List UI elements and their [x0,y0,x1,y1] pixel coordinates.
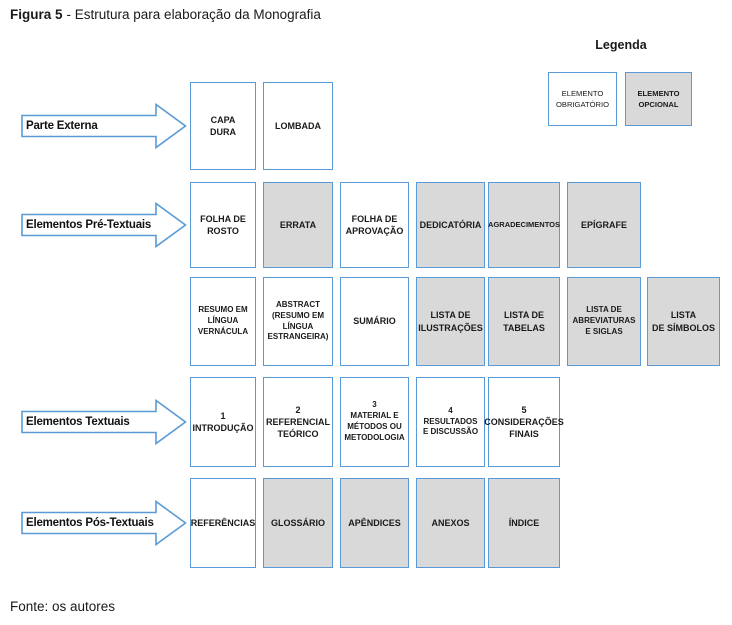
diagram-box-label: DEDICATÓRIA [419,219,482,230]
figure-caption-number: Figura 5 [10,7,63,22]
diagram-box-label: SUMÁRIO [353,316,396,327]
diagram-box-label: REFERÊNCIAS [190,517,256,528]
diagram-box-label: AGRADECIMENTOS [488,219,560,229]
diagram-box-label: ABSTRACT (RESUMO EM LÍNGUA ESTRANGEIRA) [267,299,329,342]
diagram-box-errata: ERRATA [263,182,333,268]
diagram-box-label: FOLHA DE APROVAÇÃO [345,213,404,236]
figure-caption: Figura 5- Estrutura para elaboração da M… [10,7,321,22]
right-arrow-shape [21,201,187,249]
diagram-box-lista-de-abreviaturas-e-siglas: LISTA DE ABREVIATURAS E SIGLAS [567,277,641,366]
diagram-box-lombada: LOMBADA [263,82,333,170]
diagram-box-4-resultados-e-discussao: 4 RESULTADOS E DISCUSSÃO [416,377,485,467]
diagram-box-label: LISTA DE SÍMBOLOS [651,310,715,333]
row-arrow-label: Elementos Textuais [26,416,130,428]
diagram-box-epigrafe: EPÍGRAFE [567,182,641,268]
legend-title: Legenda [595,38,647,52]
row-arrow-elementos-pos-textuais: Elementos Pós-Textuais [20,499,188,547]
row-arrow-elementos-pre-textuais: Elementos Pré-Textuais [20,201,188,249]
diagram-box-label: LOMBADA [275,120,321,131]
diagram-box-1-introducao: 1 INTRODUÇÃO [190,377,256,467]
diagram-box-referencias: REFERÊNCIAS [190,478,256,568]
diagram-box-abstract-resumo-em-lingua-estrangeira: ABSTRACT (RESUMO EM LÍNGUA ESTRANGEIRA) [263,277,333,366]
diagram-box-apendices: APÊNDICES [340,478,409,568]
diagram-box-label: FOLHA DE ROSTO [200,213,246,236]
row-arrow-label: Elementos Pós-Textuais [26,517,154,529]
diagram-box-label: ÍNDICE [508,517,540,528]
diagram-box-label: 2 REFERENCIAL TEÓRICO [266,404,331,440]
right-arrow-shape [21,102,187,150]
diagram-box-label: CAPA DURA [210,114,236,137]
diagram-box-dedicatoria: DEDICATÓRIA [416,182,485,268]
diagram-box-5-consideracoes-finais: 5 CONSIDERAÇÕES FINAIS [484,377,564,467]
diagram-box-label: 4 RESULTADOS E DISCUSSÃO [422,405,479,437]
legend-items: ELEMENTO OBRIGATÓRIO ELEMENTO OPCIONAL [548,72,694,126]
diagram-box-agradecimentos: AGRADECIMENTOS [488,182,560,268]
diagram-box-resumo-em-lingua-vernacula: RESUMO EM LÍNGUA VERNÁCULA [190,277,256,366]
diagram-box-3-material-e-metodos-ou-metodologia: 3 MATERIAL E MÉTODOS OU METODOLOGIA [340,377,409,467]
diagram-box-capa-dura: CAPA DURA [190,82,256,170]
diagram-box-label: APÊNDICES [348,517,401,528]
diagram-box-lista-de-ilustracoes: LISTA DE ILUSTRAÇÕES [416,277,485,366]
legend-box-label: ELEMENTO OPCIONAL [637,88,680,109]
right-arrow-shape [21,398,187,446]
diagram-box-label: ANEXOS [431,517,470,528]
row-arrow-parte-externa: Parte Externa [20,102,188,150]
diagram-box-glossario: GLOSSÁRIO [263,478,333,568]
row-arrow-label: Parte Externa [26,120,98,132]
diagram-box-folha-de-rosto: FOLHA DE ROSTO [190,182,256,268]
diagram-box-label: 5 CONSIDERAÇÕES FINAIS [484,404,564,440]
diagram-box-label: RESUMO EM LÍNGUA VERNÁCULA [197,305,249,336]
diagram-box-lista-de-simbolos: LISTA DE SÍMBOLOS [647,277,720,366]
figure-caption-text: - Estrutura para elaboração da Monografi… [66,7,321,22]
right-arrow-shape [21,499,187,547]
legend-box-elemento-opcional: ELEMENTO OPCIONAL [625,72,692,126]
diagram-box-indice: ÍNDICE [488,478,560,568]
row-arrow-elementos-textuais: Elementos Textuais [20,398,188,446]
diagram-box-label: ERRATA [279,219,317,230]
diagram-box-label: LISTA DE ILUSTRAÇÕES [418,310,483,333]
diagram-box-label: LISTA DE ABREVIATURAS E SIGLAS [572,305,636,336]
row-arrow-label: Elementos Pré-Textuais [26,219,152,231]
diagram-box-label: 3 MATERIAL E MÉTODOS OU METODOLOGIA [344,400,405,442]
diagram-box-2-referencial-teorico: 2 REFERENCIAL TEÓRICO [263,377,333,467]
diagram-box-label: LISTA DE TABELAS [503,310,545,333]
diagram-box-label: EPÍGRAFE [580,219,627,230]
diagram-box-anexos: ANEXOS [416,478,485,568]
figure-source: Fonte: os autores [10,599,116,614]
legend: Legenda ELEMENTO OBRIGATÓRIO ELEMENTO OP… [548,38,694,126]
legend-box-elemento-obrigatorio: ELEMENTO OBRIGATÓRIO [548,72,617,126]
diagram-box-label: 1 INTRODUÇÃO [192,410,254,433]
legend-box-label: ELEMENTO OBRIGATÓRIO [555,88,610,109]
diagram-box-lista-de-tabelas: LISTA DE TABELAS [488,277,560,366]
diagram-box-label: GLOSSÁRIO [270,517,325,528]
diagram-box-folha-de-aprovacao: FOLHA DE APROVAÇÃO [340,182,409,268]
diagram-box-sumario: SUMÁRIO [340,277,409,366]
